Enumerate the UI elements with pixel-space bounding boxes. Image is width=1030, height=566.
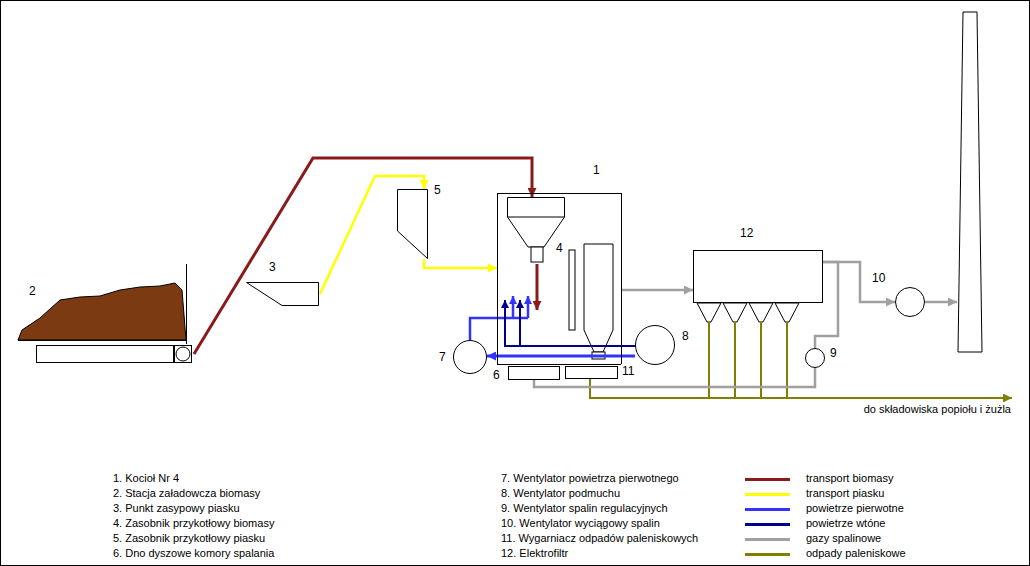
flow-line	[823, 262, 895, 302]
legend-text: powietrze pierwotne	[805, 502, 905, 515]
part-description: 4. Zasobnik przykotłowy biomasy	[112, 517, 275, 530]
electrostatic-filter-shape	[693, 250, 823, 303]
callout-number: 9	[829, 346, 838, 360]
part-description: 2. Stacja załadowcza biomasy	[112, 487, 261, 500]
legend-swatch	[745, 493, 790, 496]
sand-intake: 3	[246, 280, 320, 308]
legend-swatch	[745, 523, 790, 526]
callout-number: 2	[28, 284, 37, 298]
part-description: 5. Zasobnik przykotłowy piasku	[112, 532, 266, 545]
legend-swatch	[745, 538, 790, 541]
boiler-outline	[498, 194, 622, 365]
biomass-loading-station-outline	[175, 346, 192, 363]
primary-air-arrow	[527, 296, 530, 318]
biomass-loading-station-outline	[18, 264, 187, 344]
electrostatic-filter-outline	[694, 251, 823, 303]
biomass-feed-arrow	[536, 264, 539, 310]
sand-bunker-shape	[397, 189, 428, 259]
fan-symbol: 9	[805, 348, 825, 368]
legend-text: odpady paleniskowe	[805, 547, 907, 560]
fan-symbol-shape	[805, 348, 825, 368]
part-description: 9. Wentylator spalin regulacyjnych	[500, 502, 669, 515]
part-description: 10. Wentylator wyciągowy spalin	[500, 517, 661, 530]
nozzle-floor-outline	[509, 367, 560, 380]
callout-number: 1	[592, 163, 601, 177]
legend-text: transport biomasy	[805, 472, 894, 485]
callout-number: 7	[438, 350, 447, 364]
biomass-bunker: 4	[507, 197, 565, 263]
part-description: 12. Elektrofiltr	[500, 547, 569, 560]
boiler-baffle	[569, 250, 575, 330]
boiler: 14	[497, 193, 622, 365]
part-description: 11. Wygarniacz odpadów paleniskowych	[500, 532, 699, 545]
secondary-air-line	[505, 300, 636, 346]
legend-swatch	[745, 553, 790, 556]
filter-hopper	[723, 303, 747, 322]
electrostatic-filter: 12	[693, 250, 823, 303]
fan-symbol-outline	[636, 326, 675, 365]
filter-hopper	[775, 303, 799, 322]
fan-symbol: 7	[453, 340, 487, 374]
fan-symbol-outline	[896, 288, 925, 317]
callout-number: 8	[681, 329, 690, 343]
fan-symbol-shape	[895, 287, 925, 317]
callout-number: 12	[739, 226, 754, 240]
fan-symbol-outline	[454, 341, 487, 374]
part-description: 7. Wentylator powietrza pierwotnego	[500, 472, 680, 485]
callout-number: 5	[433, 183, 442, 197]
destination-note: do składowiska popiołu i żużla	[863, 403, 1012, 416]
biomass-bunker-outline	[508, 198, 565, 248]
fan-symbol-shape	[453, 340, 487, 374]
legend-text: powietrze wtóne	[805, 517, 887, 530]
flow-line	[487, 355, 635, 358]
fan-symbol-outline	[806, 349, 825, 368]
boiler-second-pass	[584, 244, 613, 352]
nozzle-floor: 6	[508, 366, 560, 380]
sand-intake-shape	[246, 280, 320, 308]
nozzle-floor-shape	[508, 366, 560, 380]
part-description: 3. Punkt zasypowy piasku	[112, 502, 241, 515]
ash-line	[590, 379, 1012, 398]
callout-number: 6	[492, 368, 501, 382]
callout-number: 10	[871, 271, 886, 285]
legend-swatch	[745, 478, 790, 481]
legend-text: gazy spalinowe	[805, 532, 882, 545]
biomass-loading-station-shape	[16, 262, 194, 366]
flow-line	[194, 158, 532, 354]
flow-line	[424, 259, 497, 268]
part-description: 1. Kocioł Nr 4	[112, 472, 180, 485]
part-description: 8. Wentylator podmuchu	[500, 487, 621, 500]
fan-symbol-shape	[635, 325, 675, 365]
ash-remover: 11	[565, 366, 618, 379]
callout-number: 4	[555, 241, 564, 255]
fan-symbol: 10	[895, 287, 925, 317]
callout-number: 3	[268, 260, 277, 274]
biomass-loading-station-outline	[18, 283, 186, 340]
flue-gas-to-chimney	[925, 301, 957, 304]
sand-bunker-outline	[398, 190, 428, 259]
filter-hopper	[749, 303, 773, 322]
biomass-loading-station-outline	[176, 347, 190, 361]
secondary-air-arrow	[519, 300, 521, 346]
biomass-bunker-outline	[531, 247, 543, 262]
biomass-loading-station: 2	[16, 262, 194, 366]
sand-intake-outline	[247, 283, 319, 306]
legend-swatch	[745, 508, 790, 511]
callout-number: 11	[621, 364, 635, 378]
sand-bunker: 5	[397, 189, 428, 259]
chimney	[958, 12, 982, 352]
biomass-loading-station-outline	[37, 346, 174, 363]
flow-line	[622, 289, 693, 292]
legend-text: transport piasku	[805, 487, 885, 500]
fan-symbol: 8	[635, 325, 675, 365]
filter-hopper	[697, 303, 721, 322]
part-description: 6. Dno dyszowe komory spalania	[112, 547, 275, 560]
ash-remover-outline	[566, 367, 618, 379]
ash-remover-shape	[565, 366, 618, 379]
primary-air-arrow	[512, 296, 515, 318]
